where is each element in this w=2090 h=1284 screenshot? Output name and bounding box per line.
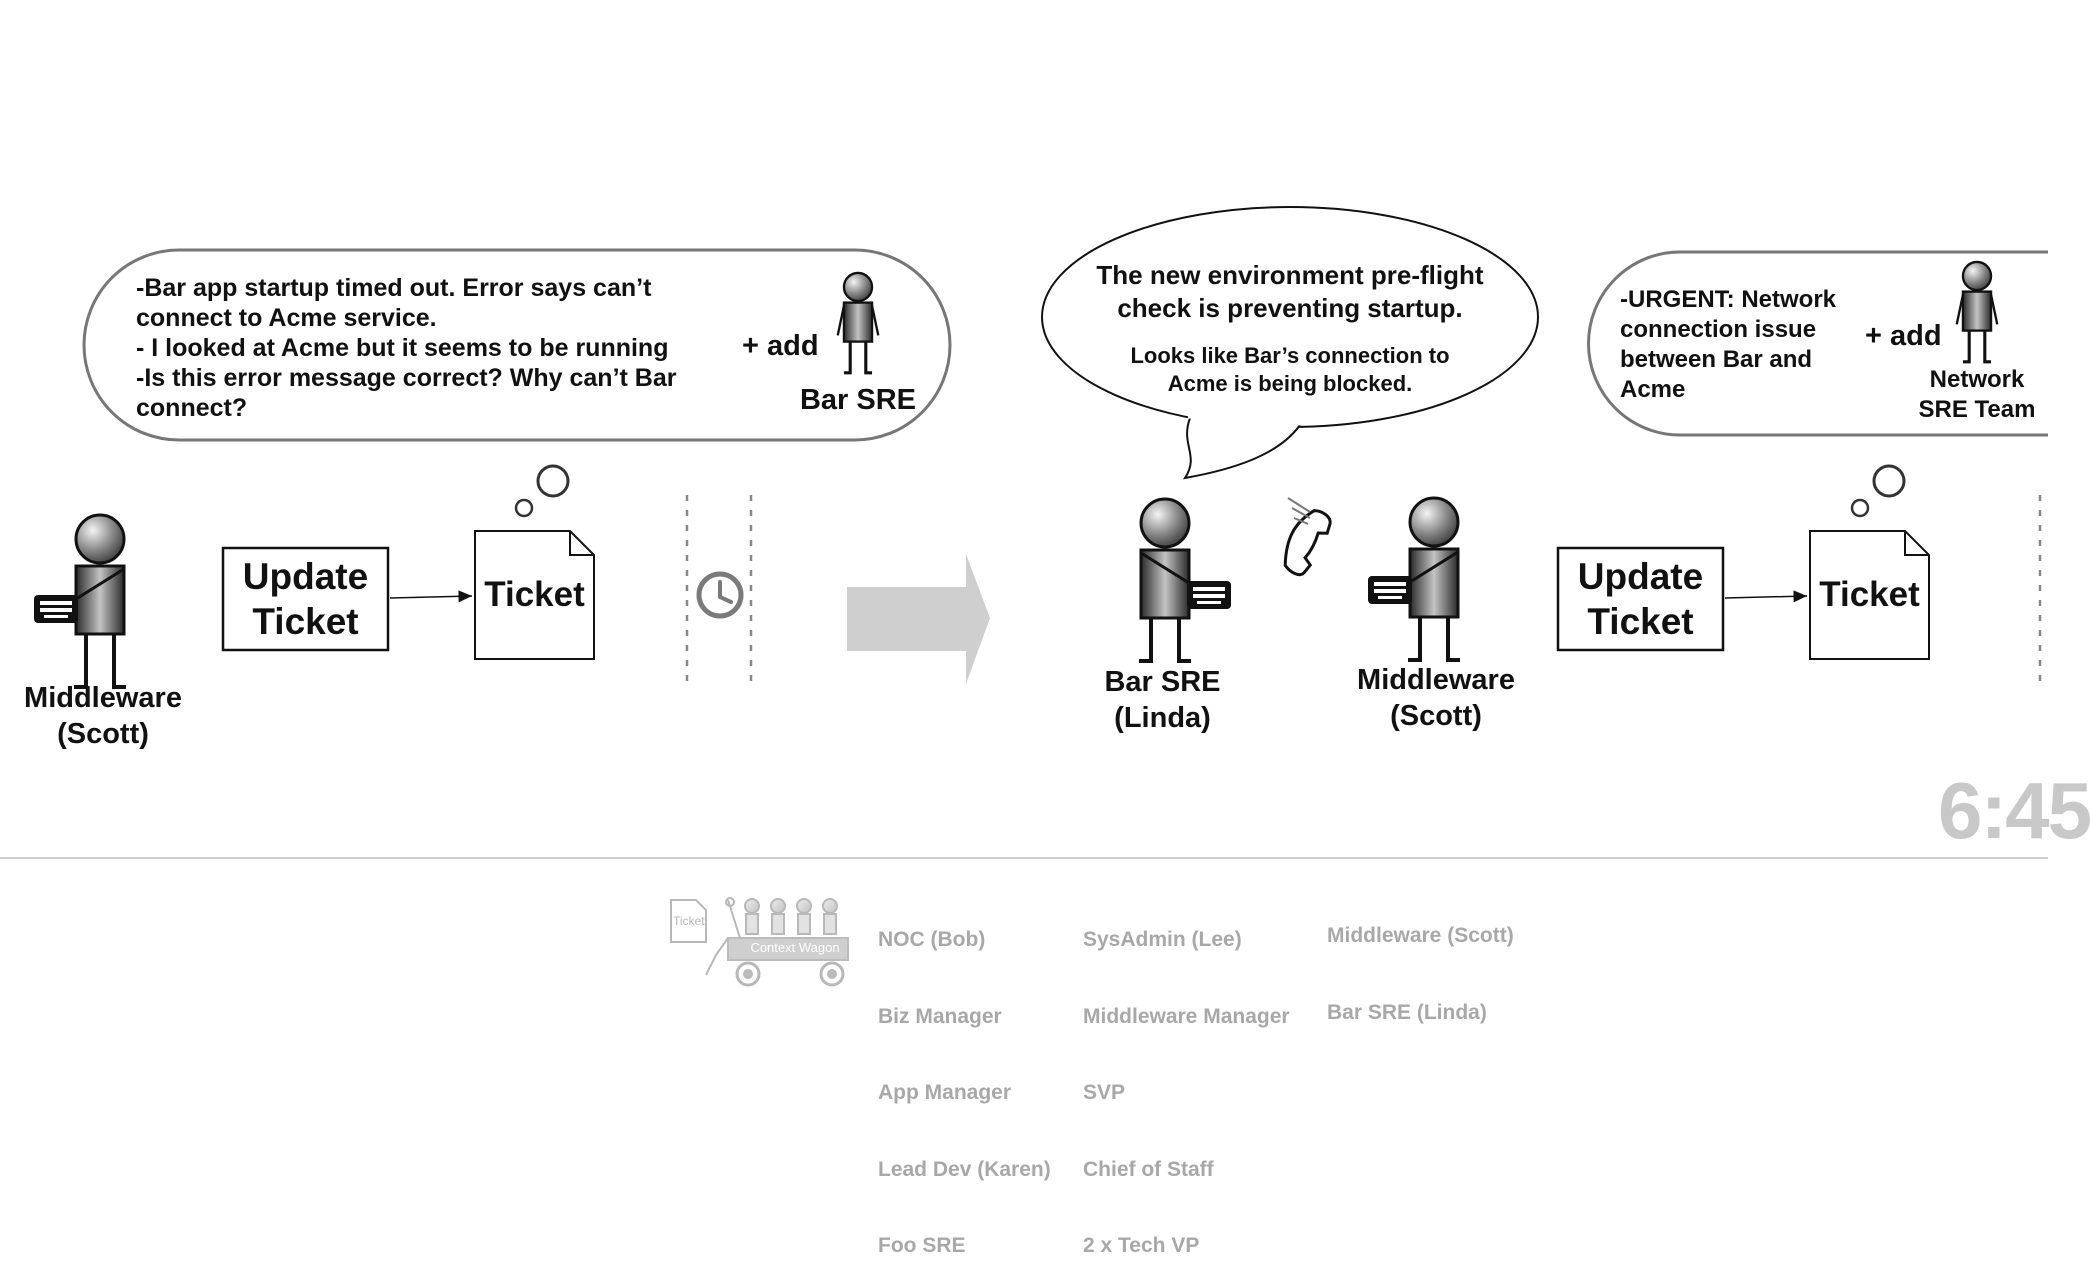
ticket-document-icon [1809, 530, 1930, 660]
speech-bubble-main: The new environment pre-flight check is … [1042, 259, 1538, 325]
thought-bubble-icon [1850, 464, 1906, 518]
update-ticket-label: Update Ticket [223, 554, 388, 644]
stick-person-icon [836, 271, 880, 375]
scene2-context-bubble [1587, 250, 2048, 437]
speech-bubble-sub: Looks like Bar’s connection to Acme is b… [1042, 342, 1538, 398]
person-label-middleware-scott: Middleware (Scott) [1346, 662, 1526, 734]
ticket-label: Ticket [484, 575, 585, 614]
keyboard-icon [34, 595, 78, 623]
person-label-middleware-scott: Middleware (Scott) [13, 680, 193, 752]
legend-item: SVP [1083, 1081, 1126, 1104]
added-person-label: Network SRE Team [1912, 365, 2042, 425]
legend-item: 2 x Tech VP [1083, 1234, 1200, 1257]
legend-item: Middleware (Scott) [1327, 924, 1514, 947]
update-to-ticket-arrow [1724, 590, 1808, 603]
add-label: + add [742, 330, 819, 362]
update-word: Update [1577, 556, 1704, 597]
ticket-document-icon [474, 530, 595, 660]
legend-item: Foo SRE [878, 1234, 966, 1257]
thought-bubble-icon [514, 464, 570, 518]
wagon-ticket-label: Ticket [673, 914, 705, 928]
legend-item: Biz Manager [878, 1004, 1002, 1028]
stick-person-icon [1368, 496, 1460, 662]
stick-person-icon [34, 513, 126, 689]
bubble-line: -Bar app startup timed out. Error says c… [136, 274, 652, 302]
update-to-ticket-arrow [389, 590, 473, 603]
wagon-label: Context Wagon [750, 940, 840, 955]
legend-item: SysAdmin (Lee) [1083, 928, 1242, 951]
update-ticket-box [1556, 546, 1725, 652]
timer: 6:45 [1938, 766, 2090, 855]
ring-lines [1287, 497, 1311, 525]
stick-person-icon [1955, 260, 1999, 364]
context-wagon-icon [670, 897, 849, 987]
speech-sub-line: Acme is being blocked. [1167, 371, 1413, 396]
legend-item: Bar SRE (Linda) [1327, 1000, 1487, 1024]
bubble-line: - I looked at Acme but it seems to be ru… [136, 334, 669, 362]
person-label-bar-sre-linda: Bar SRE (Linda) [1080, 664, 1245, 736]
person-name: Middleware [24, 682, 182, 714]
bubble-line: connection issue [1620, 316, 1817, 343]
workflow-diagram [0, 206, 2048, 987]
speech-line: check is preventing startup. [1117, 293, 1463, 323]
legend-item: Chief of Staff [1083, 1157, 1214, 1181]
stick-person-icon [1139, 497, 1231, 663]
person-handle: (Scott) [1390, 700, 1482, 732]
update-ticket-label: Update Ticket [1558, 554, 1723, 644]
keyboard-icon [1187, 581, 1231, 609]
phone-ringing-icon [1283, 509, 1332, 577]
ticket-label: Ticket [1819, 575, 1920, 614]
scene-2 [1041, 206, 2048, 688]
scene2-bubble-text: -URGENT: Network connection issue betwee… [1620, 285, 1836, 405]
keyboard-icon [1368, 576, 1412, 604]
person-handle: (Scott) [57, 718, 149, 750]
bubble-line: between Bar and [1620, 346, 1813, 373]
scene1-bubble-text: -Bar app startup timed out. Error says c… [136, 273, 676, 423]
legend-item: NOC (Bob) [878, 928, 986, 951]
bubble-line: connect? [136, 394, 248, 422]
person-name: Middleware [1357, 664, 1515, 696]
clock-icon [696, 571, 744, 619]
scene1-context-bubble [82, 248, 952, 442]
bubble-line: connect to Acme service. [136, 304, 437, 332]
ticket-word: Ticket [252, 601, 359, 642]
legend-column-1: NOC (Bob) Biz Manager App Manager Lead D… [878, 876, 1051, 1284]
person-handle: (Linda) [1114, 702, 1211, 734]
team-name: Network [1929, 366, 2025, 393]
legend-item: Lead Dev (Karen) [878, 1157, 1051, 1181]
add-label: + add [1865, 320, 1942, 352]
speech-sub-line: Looks like Bar’s connection to [1130, 343, 1450, 368]
bubble-line: -URGENT: Network [1620, 286, 1837, 313]
bubble-line: Acme [1620, 376, 1686, 403]
right-arrow-icon [847, 554, 990, 684]
legend-item: App Manager [878, 1081, 1012, 1104]
added-person-label: Bar SRE [799, 384, 917, 416]
scene-1 [34, 248, 952, 689]
ticket-word: Ticket [1587, 601, 1694, 642]
bubble-line: -Is this error message correct? Why can’… [136, 364, 677, 392]
person-name: Bar SRE [1104, 666, 1221, 698]
update-ticket-box [221, 546, 390, 652]
legend-column-3: Middleware (Scott) Bar SRE (Linda) [1327, 872, 1514, 1051]
speech-line: The new environment pre-flight [1096, 260, 1484, 290]
team-name: SRE Team [1918, 396, 2036, 423]
update-word: Update [242, 556, 369, 597]
legend-item: Middleware Manager [1083, 1004, 1290, 1028]
legend-column-2: SysAdmin (Lee) Middleware Manager SVP Ch… [1083, 876, 1290, 1284]
